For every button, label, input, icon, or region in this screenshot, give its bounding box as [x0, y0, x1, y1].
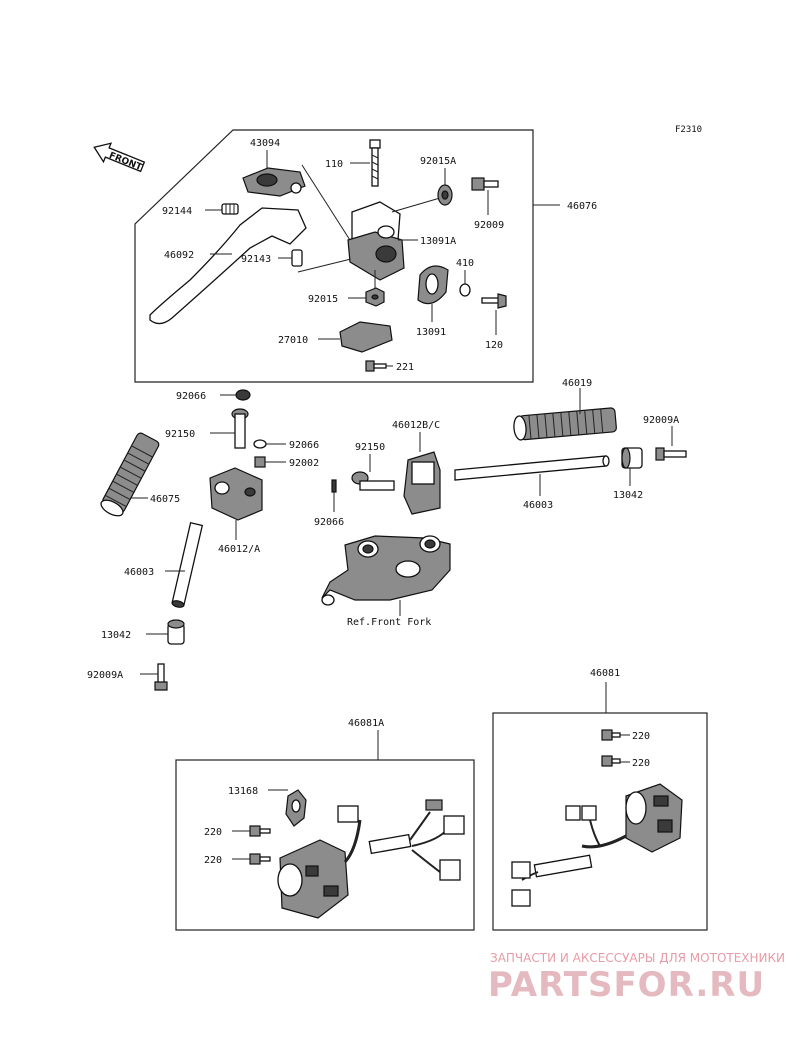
switch-46081A-frame	[175, 759, 475, 931]
part-46003-left	[171, 521, 204, 608]
part-220-a	[601, 729, 621, 741]
label-46012A: 46012/A	[218, 544, 260, 555]
watermark-logo: PARTSFOR.RU	[488, 965, 765, 1005]
label-46003-left: 46003	[124, 567, 154, 578]
label-13042-right: 13042	[613, 490, 643, 501]
label-92015A: 92015A	[420, 156, 456, 167]
part-92015	[365, 287, 385, 307]
label-13042-left: 13042	[101, 630, 131, 641]
label-410: 410	[456, 258, 474, 269]
part-221	[365, 360, 387, 372]
master-cylinder-frame	[134, 129, 534, 383]
part-92143	[291, 249, 303, 267]
part-92066-small	[331, 479, 337, 493]
harness-sleeve-right	[533, 854, 593, 878]
part-92015A	[437, 184, 453, 206]
left-switch-housing	[277, 839, 349, 919]
connector-4	[439, 859, 461, 881]
label-46092: 46092	[164, 250, 194, 261]
part-92150-left	[231, 408, 249, 449]
label-110: 110	[325, 159, 343, 170]
switch-46081-frame	[492, 712, 708, 931]
label-220-d: 220	[204, 855, 222, 866]
part-46003-right	[454, 455, 610, 481]
label-46081: 46081	[590, 668, 620, 679]
label-92066-mid: 92066	[289, 440, 319, 451]
label-13091A: 13091A	[420, 236, 456, 247]
label-92002: 92002	[289, 458, 319, 469]
label-220-a: 220	[632, 731, 650, 742]
part-46092	[149, 207, 307, 325]
part-92144	[221, 203, 239, 215]
label-221: 221	[396, 362, 414, 373]
connector-1	[337, 805, 359, 823]
connector-7	[511, 861, 531, 879]
part-92002	[254, 456, 266, 468]
label-92150-left: 92150	[165, 429, 195, 440]
label-13091: 13091	[416, 327, 446, 338]
label-92009: 92009	[474, 220, 504, 231]
part-220-b	[601, 755, 621, 767]
part-92009A-right	[655, 447, 687, 461]
connector-8	[511, 889, 531, 907]
part-120	[481, 293, 507, 309]
part-92009	[471, 177, 499, 191]
connector-6	[581, 805, 597, 821]
label-46081A: 46081A	[348, 718, 384, 729]
part-46012A	[209, 467, 263, 521]
label-46019: 46019	[562, 378, 592, 389]
right-switch-housing	[625, 783, 683, 853]
harness-sleeve	[368, 833, 412, 855]
part-13042-left	[167, 619, 185, 645]
label-46076: 46076	[567, 201, 597, 212]
part-92150-center	[351, 471, 395, 491]
label-120: 120	[485, 340, 503, 351]
watermark-tagline: ЗАПЧАСТИ И АКСЕССУАРЫ ДЛЯ МОТОТЕХНИКИ	[490, 951, 785, 965]
part-92066-top	[235, 389, 251, 401]
part-46019	[513, 407, 617, 441]
label-92144: 92144	[162, 206, 192, 217]
figure-code: F2310	[675, 125, 702, 135]
part-13168	[285, 789, 307, 827]
part-410	[459, 283, 471, 297]
label-220-c: 220	[204, 827, 222, 838]
label-46003-right: 46003	[523, 500, 553, 511]
part-46012BC	[403, 451, 441, 515]
label-ref-front-fork: Ref.Front Fork	[347, 617, 431, 628]
connector-2	[425, 799, 443, 811]
label-43094: 43094	[250, 138, 280, 149]
part-43094	[242, 167, 306, 197]
part-92009A-left	[154, 663, 168, 691]
label-92143: 92143	[241, 254, 271, 265]
label-92015: 92015	[308, 294, 338, 305]
label-92009A-right: 92009A	[643, 415, 679, 426]
part-46075	[100, 432, 160, 517]
label-13168: 13168	[228, 786, 258, 797]
master-cylinder-body	[347, 201, 405, 281]
part-220-c	[249, 825, 271, 837]
front-fork-top-bracket	[321, 535, 451, 606]
part-92066-mid	[253, 439, 267, 449]
label-92066-top: 92066	[176, 391, 206, 402]
part-27010	[339, 321, 393, 353]
connector-3	[443, 815, 465, 835]
front-arrow-icon: FRONT	[93, 142, 146, 173]
part-13042-right	[621, 447, 643, 469]
label-92150-center: 92150	[355, 442, 385, 453]
label-46012BC: 46012B/C	[392, 420, 440, 431]
part-110	[369, 139, 381, 187]
label-46075: 46075	[150, 494, 180, 505]
label-92009A-left: 92009A	[87, 670, 123, 681]
part-220-d	[249, 853, 271, 865]
label-220-b: 220	[632, 758, 650, 769]
connector-5	[565, 805, 581, 821]
label-92066-small: 92066	[314, 517, 344, 528]
label-27010: 27010	[278, 335, 308, 346]
